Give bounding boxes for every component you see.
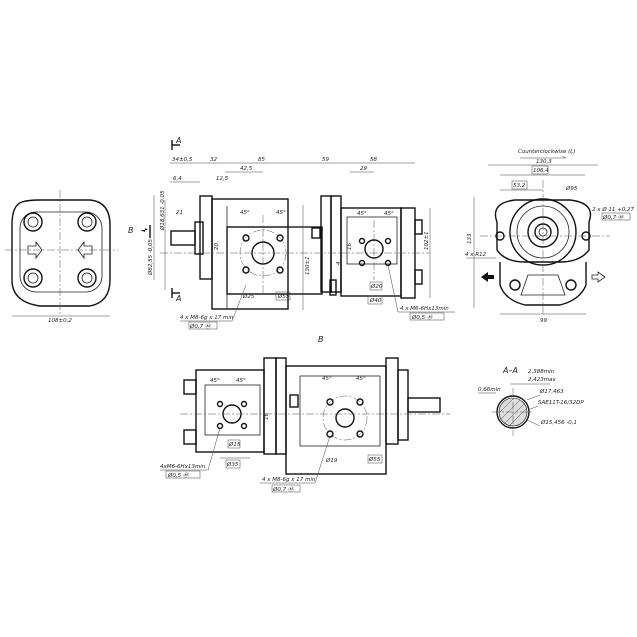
thread-callout-right: 4 x M8-6g x 17 min [262,477,316,483]
holes-callout: 2 x Ø 11 +0,27 [592,206,634,213]
dim-85: 85 [258,157,265,163]
dim-42-5: 42,5 [240,166,253,172]
dim-12-5: 12,5 [216,176,229,182]
dia-19: Ø19 [325,457,338,464]
dia-35: Ø35 [226,461,239,468]
tooth-min: 2,388min [528,369,555,375]
end-view: Counterclockwise (L) 130,3 106,4 53,2 Ø9… [465,149,634,324]
section-title: A–A [502,366,518,375]
dia-20: Ø20 [370,283,383,290]
dia-15: Ø15 [228,441,241,448]
dim-106-4: 106,4 [533,168,549,174]
dim-29: 29 [360,166,367,172]
view-b-label: B [128,226,134,235]
dim-20: 20 [214,243,220,250]
dim-53-2: 53,2 [513,183,526,189]
dia-55: Ø55 [368,456,381,463]
dia-55: Ø55 [277,293,290,300]
dia-shaft: Ø18,631 -0,05 [159,190,166,231]
angle: 45° [276,210,286,216]
dia-minor: Ø15,456 -0,1 [540,419,577,426]
dia-40: Ø40 [369,297,382,304]
radius-callout: 4 x R12 [465,252,487,258]
view-arrow-icon [140,228,148,232]
view-b-title: B [318,335,324,344]
side-view: A A 34±0,5 32 85 [147,136,455,330]
dim-130: 130±1 [305,256,311,275]
tooth-max: 2,423max [528,377,556,383]
inlet-arrow-icon [591,271,606,283]
angle: 45° [236,378,246,384]
dim-130-3: 130,3 [536,159,552,165]
dim-6-4: 6,4 [173,176,182,182]
dia-25: Ø25 [242,293,255,300]
dim-16: 16 [264,413,270,420]
dim-32: 32 [210,157,217,163]
section-a-a: A–A 2,388min 2,423max 0,66min Ø17,463 SA… [478,366,584,436]
thread-callout-left: 4 x M8-6g x 17 min [180,315,234,321]
dim-21: 21 [176,210,183,216]
dim-4: 4 [336,261,342,265]
angle: 45° [210,378,220,384]
tolerance-left: Ø0,7 Ⓜ [189,323,212,330]
holes-tolerance: Ø0,7 Ⓜ [602,214,625,221]
dim-99: 99 [540,318,547,324]
angle: 45° [357,211,367,217]
rotation-label: Counterclockwise (L) [518,149,575,155]
angle: 45° [322,376,332,382]
tolerance-right: Ø0,7 Ⓜ [272,486,295,493]
thread-callout-left: 4xM6-6Hx13min [160,464,206,470]
dia-pilot: Ø82,55 -0,05 [147,238,154,276]
angle: 45° [356,376,366,382]
root-dim: 0,66min [478,387,501,393]
angle: 45° [240,210,250,216]
angle: 45° [384,211,394,217]
section-a-top: A [175,136,181,145]
dia-major: Ø17,463 [539,388,564,395]
spline-spec: SAE11T-16/32DP [538,400,584,406]
outlet-arrow-icon [481,272,494,282]
dim-59: 59 [322,157,329,163]
dim-16: 16 [347,243,353,250]
dia-95: Ø95 [565,185,578,192]
dim-102: 102±1 [424,231,430,250]
left-end-view: 108±0,2 [5,190,118,324]
section-a-bottom: A [175,294,181,303]
dim-34: 34±0,5 [172,157,193,163]
thread-callout-right: 4 x M6-6Hx13min [400,306,449,312]
tolerance-left: Ø0,5 Ⓜ [167,472,190,479]
dim-58: 58 [370,157,377,163]
bottom-view: 45° 45° 45° 45° 16 Ø15 Ø35 Ø19 Ø55 4xM6-… [160,357,450,493]
tolerance-right: Ø0,5 Ⓜ [411,314,434,321]
dim-108: 108±0,2 [48,318,72,324]
dim-133: 133 [467,233,473,244]
